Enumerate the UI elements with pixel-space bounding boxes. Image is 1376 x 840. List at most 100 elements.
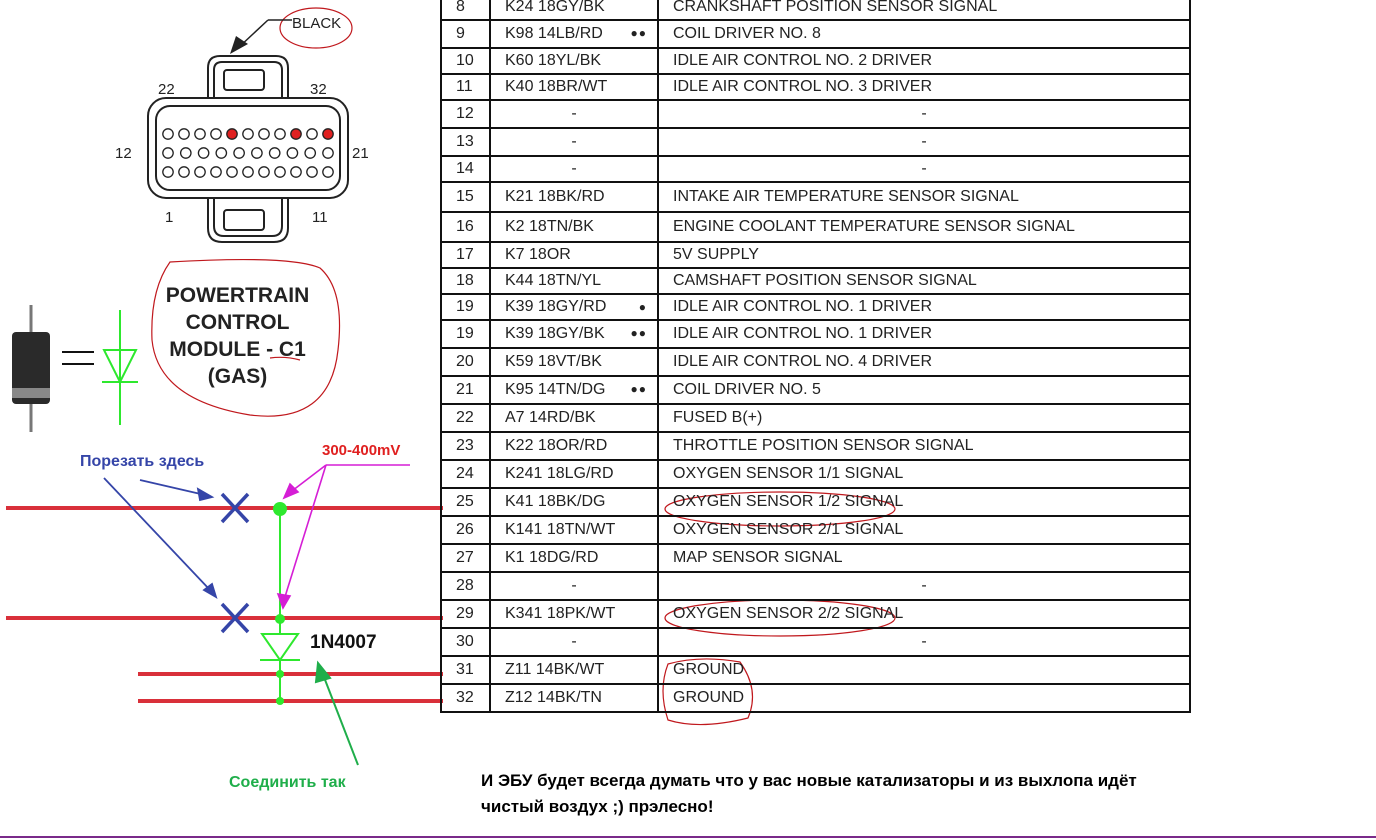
wire-code-cell: K41 18BK/DG (489, 487, 659, 517)
junction-dots (273, 502, 287, 705)
footnote: И ЭБУ будет всегда думать что у вас новы… (481, 771, 1137, 816)
connector-pin (242, 128, 254, 140)
table-row: 31 Z11 14BK/WT GROUND (440, 655, 1191, 685)
circuit-function: - (657, 627, 1191, 657)
pin-number: 26 (440, 515, 491, 545)
cut-here-label: Порезать здесь (80, 453, 205, 470)
variant-dots: ● (638, 300, 647, 314)
pin-number: 25 (440, 487, 491, 517)
wire-code-cell: Z12 14BK/TN (489, 683, 659, 713)
circuit-function: FUSED B(+) (657, 403, 1191, 433)
circuit-function: IDLE AIR CONTROL NO. 1 DRIVER (657, 293, 1191, 321)
connector-pin-grid (162, 128, 334, 178)
connector-pin (286, 147, 299, 159)
connector-pin (210, 128, 222, 140)
connector-pin (194, 128, 206, 140)
pin-number: 13 (440, 127, 491, 157)
wire-code-cell: K7 18OR (489, 241, 659, 269)
wire-code: - (571, 633, 577, 650)
circuit-function: 5V SUPPLY (657, 241, 1191, 269)
wire-code-cell: K241 18LG/RD (489, 459, 659, 489)
table-row: 14-- (440, 155, 1191, 183)
connector-pin-highlighted (322, 128, 334, 140)
wire-code-cell: K22 18OR/RD (489, 431, 659, 461)
variant-dots: ●● (630, 326, 647, 340)
circuit-function: INTAKE AIR TEMPERATURE SENSOR SIGNAL (657, 181, 1191, 213)
connector-pin (274, 166, 286, 178)
wire-code: K21 18BK/RD (505, 188, 605, 205)
wire-code: K22 18OR/RD (505, 437, 608, 454)
circuit-function: - (657, 155, 1191, 183)
circuit-function: GROUND (657, 683, 1191, 713)
wire-code: K41 18BK/DG (505, 493, 606, 510)
circuit-function: - (657, 127, 1191, 157)
pin-number: 8 (440, 0, 491, 21)
pin-label-32: 32 (310, 81, 327, 98)
circuit-function: - (657, 571, 1191, 601)
pcm-title: POWERTRAIN CONTROL MODULE - C1 (GAS) (165, 284, 310, 388)
wire-code-cell: K39 18GY/RD ● (489, 293, 659, 321)
wire-code-cell: K95 14TN/DG●● (489, 375, 659, 405)
cut-marks (220, 492, 250, 634)
connector-pin (251, 147, 263, 159)
wire-lines (6, 506, 443, 703)
pin-number: 29 (440, 599, 491, 629)
circuit-function: IDLE AIR CONTROL NO. 3 DRIVER (657, 73, 1191, 101)
wire-code: K39 18GY/BK (505, 325, 605, 342)
connector-pin (178, 166, 190, 178)
wire-code-cell: K141 18TN/WT (489, 515, 659, 545)
pin-number: 9 (440, 19, 491, 49)
wire-code: A7 14RD/BK (505, 409, 596, 426)
pin-number: 19 (440, 319, 491, 349)
pin-number: 16 (440, 211, 491, 243)
wire-code: K2 18TN/BK (505, 218, 594, 235)
black-callout-arrowhead (230, 36, 248, 54)
wire-code-cell: A7 14RD/BK (489, 403, 659, 433)
circuit-function: GROUND (657, 655, 1191, 685)
pin-number: 31 (440, 655, 491, 685)
pin-number: 18 (440, 267, 491, 295)
wire-code: Z11 14BK/WT (505, 661, 605, 678)
wire-code: Z12 14BK/TN (505, 689, 602, 706)
pin-number: 32 (440, 683, 491, 713)
wire-code: K39 18GY/RD (505, 298, 607, 315)
wire-code-cell: K21 18BK/RD (489, 181, 659, 213)
wire-code-cell: - (489, 571, 659, 601)
wire-code-cell: - (489, 627, 659, 657)
pin-number: 28 (440, 571, 491, 601)
table-row: 22 A7 14RD/BK FUSED B(+) (440, 403, 1191, 433)
pin-number: 30 (440, 627, 491, 657)
connector-pin (194, 166, 206, 178)
circuit-function: ENGINE COOLANT TEMPERATURE SENSOR SIGNAL (657, 211, 1191, 243)
wire-code: K59 18VT/BK (505, 353, 602, 370)
pin-number: 22 (440, 403, 491, 433)
table-row: 12-- (440, 99, 1191, 129)
wire-code: K98 14LB/RD (505, 25, 603, 42)
cut-arrows (103, 477, 218, 599)
wire-code-cell: Z11 14BK/WT (489, 655, 659, 685)
connector-pin (215, 147, 228, 159)
circuit-function: IDLE AIR CONTROL NO. 4 DRIVER (657, 347, 1191, 377)
pin-number: 27 (440, 543, 491, 573)
voltage-arrows (276, 464, 410, 610)
pin-label-21: 21 (352, 145, 369, 162)
table-row: 30 - - (440, 627, 1191, 657)
diode-jumper (260, 508, 300, 701)
connector-pin (268, 147, 281, 159)
wire-code-cell: K98 14LB/RD●● (489, 19, 659, 49)
pin-label-11: 11 (312, 209, 328, 226)
wire-code: K341 18PK/WT (505, 605, 616, 622)
wire-code-cell: K1 18DG/RD (489, 543, 659, 573)
connector-pin (304, 147, 317, 159)
connector-pin (258, 128, 270, 140)
connector-pin-highlighted (226, 128, 238, 140)
black-callout-circle (279, 7, 353, 49)
circuit-function: COIL DRIVER NO. 5 (657, 375, 1191, 405)
diode-photo (12, 305, 50, 432)
